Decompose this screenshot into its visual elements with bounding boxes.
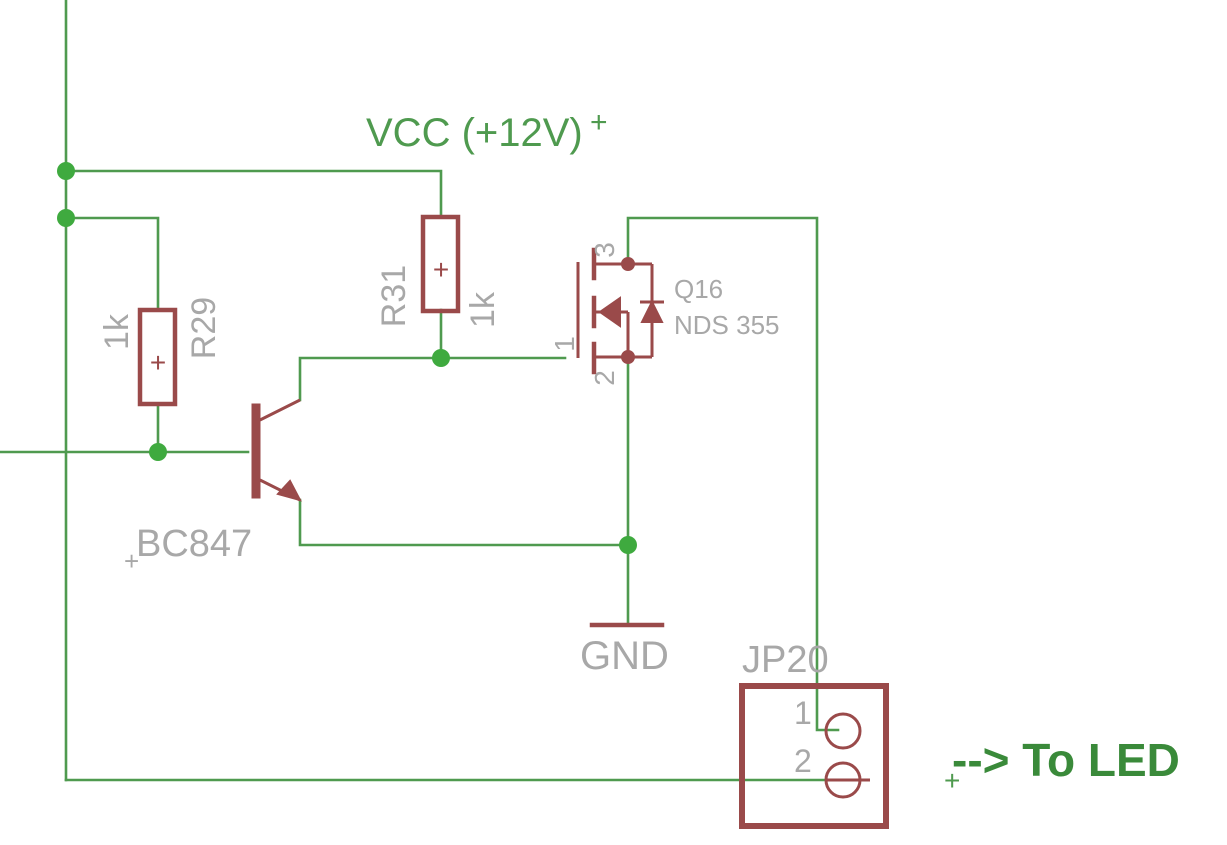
connector-pin-2-number: 2	[794, 743, 812, 779]
wire-emitter-to-ground	[298, 498, 630, 547]
wire-drain-to-jp20-pin1	[626, 216, 840, 732]
connector-name-label: JP20	[742, 639, 829, 681]
wire-vcc-to-r31	[64, 169, 443, 219]
mosfet-part-label: NDS 355	[674, 310, 780, 340]
junction-dot	[149, 443, 167, 461]
origin-cross-icon: +	[124, 546, 139, 576]
mosfet-q16: 1 2 3 Q16 NDS 355	[549, 242, 780, 386]
connector-pin-1-pad	[824, 712, 862, 750]
plus-mark: +	[150, 347, 166, 378]
mosfet-drain-pin-number: 3	[589, 242, 620, 258]
wire-vcc-to-r29	[64, 216, 160, 312]
resistor-r31: + R31 1k	[375, 214, 502, 328]
r31-value-label: 1k	[464, 291, 502, 328]
transistor-bc847: BC847 +	[124, 398, 302, 576]
to-led-label: --> To LED	[952, 734, 1180, 786]
resistor-body	[420, 214, 461, 314]
mosfet-source-pin-number: 2	[589, 370, 620, 386]
vcc-plus-icon: +	[590, 106, 608, 139]
mosfet-diode-icon	[640, 299, 664, 323]
resistor-body	[137, 307, 178, 407]
mosfet-name-label: Q16	[674, 274, 723, 304]
junction-dot	[57, 209, 75, 227]
mosfet-source-dot	[621, 350, 635, 364]
vcc-label: VCC (+12V)	[366, 111, 583, 155]
r29-name-label: R29	[185, 297, 223, 359]
connector-jp20: JP20 1 2	[739, 639, 889, 829]
vcc-supply: VCC (+12V) +	[366, 106, 608, 155]
transistor-emitter-arrow-icon	[276, 479, 302, 502]
ground-label: GND	[580, 634, 669, 678]
r29-value-label: 1k	[98, 313, 136, 350]
junction-dot	[619, 536, 637, 554]
mosfet-body-arrow-icon	[598, 296, 621, 328]
ground-symbol: GND	[580, 622, 669, 678]
junction-dot	[432, 349, 450, 367]
resistor-r29: + 1k R29	[98, 297, 223, 407]
led-note: + --> To LED	[944, 734, 1180, 796]
wires	[0, 0, 840, 782]
connector-body	[739, 683, 889, 829]
mosfet-gate-pin-number: 1	[549, 336, 580, 352]
led-origin-cross-icon: +	[944, 765, 960, 796]
connector-pin-1-number: 1	[794, 695, 812, 731]
r31-name-label: R31	[375, 265, 413, 327]
junction-dot	[57, 162, 75, 180]
plus-mark: +	[433, 254, 449, 285]
transistor-part-label: BC847	[136, 523, 252, 565]
transistor-collector-leg	[259, 398, 301, 422]
mosfet-drain-dot	[621, 257, 635, 271]
junctions	[57, 162, 637, 554]
wire-collector-to-gate	[298, 356, 567, 402]
